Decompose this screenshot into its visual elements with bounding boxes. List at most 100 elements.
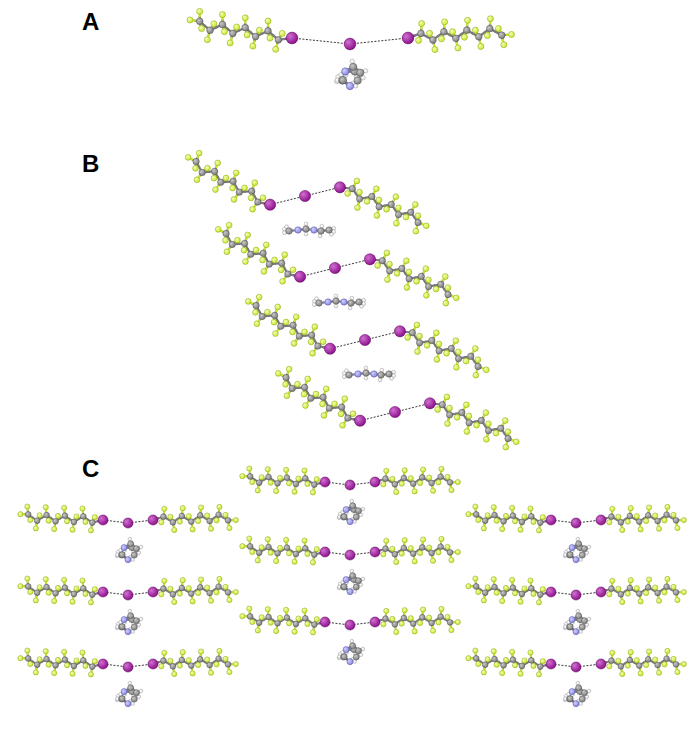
atom: [213, 187, 219, 193]
atom: [223, 584, 228, 589]
atom: [429, 337, 435, 343]
atom: [487, 16, 493, 22]
atom: [384, 206, 390, 212]
atom: [344, 38, 356, 50]
atom: [133, 690, 139, 696]
atom: [375, 263, 381, 269]
atom: [438, 474, 444, 480]
atom: [208, 670, 213, 675]
atom: [259, 313, 265, 319]
atom: [25, 648, 30, 653]
atom: [64, 663, 69, 668]
atom: [224, 249, 230, 255]
atom: [390, 476, 395, 481]
atom: [211, 21, 217, 27]
atom: [439, 401, 445, 407]
atom: [284, 475, 290, 481]
atom: [266, 474, 272, 480]
atom: [402, 468, 407, 473]
atom: [314, 477, 319, 482]
atom: [380, 368, 384, 372]
atom: [315, 343, 321, 349]
atom: [260, 195, 266, 201]
atom: [404, 285, 410, 291]
atom: [214, 662, 219, 667]
atom: [447, 479, 453, 485]
atom: [247, 466, 252, 471]
atom: [177, 663, 182, 668]
atom: [123, 518, 133, 528]
atom: [508, 31, 514, 37]
atom: [214, 590, 219, 595]
atom: [456, 349, 462, 355]
atom: [55, 513, 60, 518]
atom: [453, 35, 460, 42]
atom: [273, 46, 279, 52]
atom: [225, 517, 231, 523]
atom: [427, 30, 433, 36]
atom: [123, 662, 133, 672]
atom: [46, 662, 51, 667]
atom: [33, 526, 38, 531]
atom: [133, 618, 139, 624]
atom: [62, 657, 68, 663]
atom: [355, 371, 361, 377]
atom: [235, 237, 241, 243]
atom: [419, 475, 425, 481]
atom: [295, 227, 301, 233]
atom: [445, 474, 450, 479]
atom: [316, 300, 322, 306]
atom: [18, 512, 23, 517]
atom: [128, 681, 132, 685]
atom: [356, 196, 362, 202]
atom: [394, 489, 399, 494]
atom: [148, 659, 158, 669]
atom: [339, 77, 346, 84]
atom: [340, 422, 346, 428]
atom: [418, 273, 424, 279]
atom: [266, 261, 272, 267]
atom: [357, 69, 364, 76]
atom: [193, 158, 199, 164]
atom: [436, 348, 442, 354]
atom: [282, 252, 288, 258]
atom: [25, 576, 30, 581]
atom: [290, 267, 296, 273]
atom: [359, 334, 370, 345]
atom: [161, 514, 167, 520]
atom: [364, 198, 370, 204]
atom: [386, 371, 392, 377]
atom: [444, 350, 450, 356]
atom: [495, 25, 501, 31]
atom: [302, 468, 307, 473]
molecule: [342, 366, 395, 382]
atom: [433, 330, 439, 336]
atom: [53, 590, 59, 596]
atom: [286, 481, 291, 486]
atom: [420, 467, 425, 472]
atom: [320, 339, 326, 345]
atom: [350, 296, 354, 300]
atom: [311, 482, 317, 488]
molecule: [240, 466, 461, 495]
atom: [80, 578, 85, 583]
atom: [208, 598, 213, 603]
atom: [233, 170, 239, 176]
atom: [119, 552, 125, 558]
atom: [252, 33, 259, 40]
atom: [33, 598, 38, 603]
atom: [25, 504, 30, 509]
atom: [449, 487, 454, 492]
atom: [286, 551, 291, 556]
atom: [275, 36, 282, 43]
atom: [474, 422, 480, 428]
atom: [71, 591, 77, 597]
atom: [430, 488, 435, 493]
atom: [338, 411, 344, 417]
atom: [430, 37, 437, 44]
atom: [159, 664, 164, 669]
atom: [264, 199, 275, 210]
atom: [159, 520, 164, 525]
atom: [402, 32, 414, 44]
atom: [223, 656, 228, 661]
